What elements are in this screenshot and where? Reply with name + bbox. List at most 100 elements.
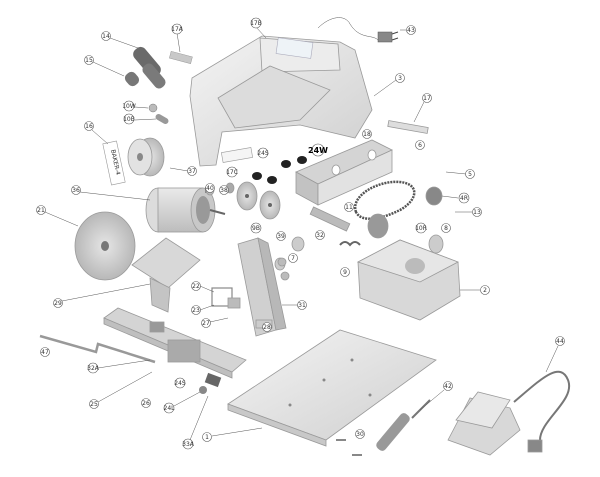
callout-17a: 17A: [171, 23, 184, 53]
callout-39: 39: [276, 231, 286, 241]
callout-24s: 24S: [257, 147, 269, 159]
svg-text:24L: 24L: [164, 405, 176, 412]
svg-text:8: 8: [444, 225, 448, 232]
svg-text:6: 6: [418, 142, 422, 149]
svg-text:22: 22: [192, 283, 200, 290]
callout-22: 22: [191, 281, 215, 293]
svg-text:25: 25: [90, 401, 98, 408]
svg-text:36: 36: [72, 187, 80, 194]
svg-text:17C: 17C: [226, 169, 238, 176]
base-plate: [227, 329, 437, 447]
callout-29: 29: [53, 283, 151, 308]
callout-14: 14: [101, 31, 139, 49]
svg-text:10R: 10R: [415, 225, 427, 232]
callout-16: 16: [84, 121, 109, 145]
svg-text:32: 32: [316, 232, 324, 239]
callout-9: 9: [340, 267, 350, 277]
svg-text:27: 27: [202, 320, 210, 327]
slide-assembly: [39, 307, 247, 394]
svg-text:30: 30: [356, 431, 364, 438]
svg-text:26: 26: [142, 400, 150, 407]
svg-text:24S: 24S: [257, 150, 269, 157]
callout-17c: 17C: [226, 166, 238, 178]
callout-26: 26: [141, 398, 151, 408]
svg-text:47: 47: [41, 349, 49, 356]
callout-23: 23: [191, 304, 215, 315]
callout-7: 7: [288, 253, 298, 263]
callout-17: 17: [413, 93, 432, 123]
svg-text:42: 42: [444, 383, 452, 390]
callout-38: 38: [219, 185, 229, 195]
tool-rest-assembly: [211, 237, 290, 337]
callout-5: 5: [445, 169, 475, 179]
cutting-disc: [74, 211, 136, 281]
svg-text:7: 7: [291, 255, 295, 262]
svg-text:28: 28: [263, 324, 271, 331]
svg-text:16: 16: [85, 123, 93, 130]
svg-text:39: 39: [277, 233, 285, 240]
callout-32a: 32A: [87, 359, 151, 374]
callout-30: 30: [355, 429, 365, 439]
callout-25: 25: [89, 371, 153, 409]
callout-10r: 10R: [415, 222, 427, 234]
drive-frame: [274, 139, 444, 271]
grinding-wheel-parts: BAKER-4: [102, 137, 165, 186]
callout-1: 1: [202, 427, 263, 442]
callout-43: 43: [400, 25, 416, 35]
svg-text:1: 1: [205, 434, 209, 441]
callout-2: 2: [460, 285, 490, 295]
svg-text:40: 40: [206, 185, 214, 192]
svg-text:43: 43: [407, 27, 415, 34]
svg-text:4R: 4R: [460, 195, 468, 202]
svg-text:5: 5: [468, 171, 472, 178]
housing-cover: [189, 35, 373, 167]
callout-10b: 10B: [123, 113, 157, 125]
svg-text:9B: 9B: [252, 225, 260, 232]
svg-text:17: 17: [423, 95, 431, 102]
handle-parts: [124, 46, 193, 124]
callout-17b: 17B: [250, 17, 267, 39]
callout-21: 21: [36, 205, 79, 227]
svg-text:18: 18: [363, 131, 371, 138]
callout-24s-2: 24S: [174, 377, 186, 389]
callout-42: 42: [419, 381, 453, 411]
svg-text:14: 14: [102, 33, 110, 40]
svg-text:10B: 10B: [123, 116, 135, 123]
svg-text:11: 11: [345, 204, 353, 211]
svg-text:29: 29: [54, 300, 62, 307]
foot-pedal: [447, 370, 571, 456]
callout-24w: 24W: [308, 143, 328, 157]
svg-text:10W: 10W: [122, 103, 136, 110]
svg-text:21: 21: [37, 207, 45, 214]
svg-text:32A: 32A: [87, 365, 100, 372]
callout-27: 27: [201, 317, 229, 328]
callout-18: 18: [362, 129, 372, 139]
svg-text:44: 44: [556, 338, 564, 345]
belt-cover: [356, 239, 461, 321]
pulley-set: [205, 156, 307, 220]
callout-6: 6: [415, 140, 425, 150]
callout-10w: 10W: [122, 100, 149, 112]
svg-text:24W: 24W: [308, 146, 328, 155]
callout-3: 3: [373, 73, 405, 97]
svg-text:17A: 17A: [171, 26, 184, 33]
svg-text:31: 31: [298, 302, 306, 309]
svg-text:3: 3: [398, 75, 402, 82]
callout-24l: 24L: [164, 391, 201, 414]
callout-33a: 33A: [182, 395, 209, 450]
guide-rail: [387, 120, 429, 134]
svg-text:23: 23: [192, 307, 200, 314]
callout-44: 44: [545, 336, 565, 373]
callout-9b: 9B: [250, 222, 262, 234]
svg-text:17B: 17B: [250, 20, 262, 27]
svg-text:38: 38: [220, 187, 228, 194]
motor: [145, 187, 226, 233]
callout-47: 47: [40, 347, 50, 357]
callout-8: 8: [441, 223, 451, 233]
callout-37: 37: [169, 166, 197, 176]
svg-text:37: 37: [188, 168, 196, 175]
callout-15: 15: [84, 55, 125, 77]
power-cord: [317, 17, 399, 43]
callout-4r: 4R: [441, 192, 470, 204]
